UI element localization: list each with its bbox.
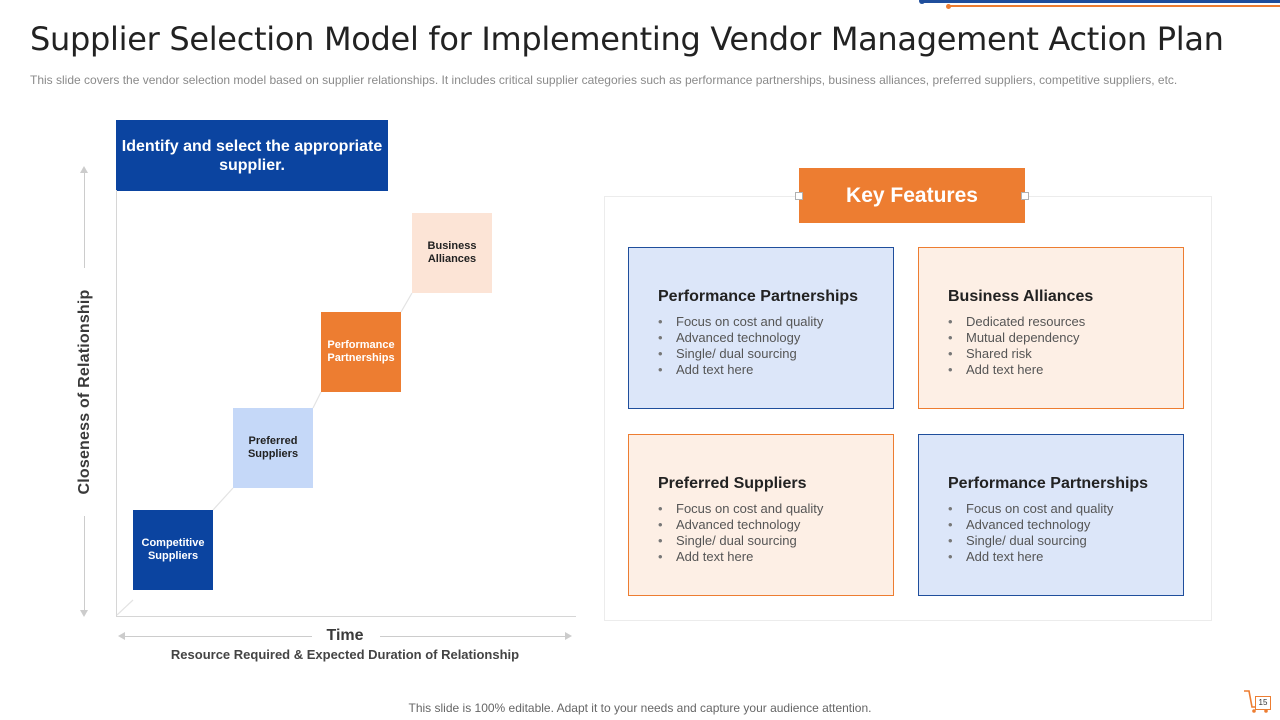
list-item: •Advanced technology bbox=[658, 330, 801, 345]
card-title: Performance Partnerships bbox=[658, 288, 859, 305]
selection-handle-left[interactable] bbox=[795, 192, 803, 200]
feature-card-performance-partnerships-2: Performance Partnerships •Focus on cost … bbox=[918, 434, 1184, 596]
card-bullet-list: •Dedicated resources •Mutual dependency … bbox=[948, 314, 1085, 378]
chart-y-axis-line bbox=[116, 190, 117, 616]
top-accent-line-blue bbox=[920, 0, 1280, 3]
chart-x-axis-line bbox=[116, 616, 576, 617]
x-axis-sublabel: Resource Required & Expected Duration of… bbox=[170, 647, 520, 662]
x-axis-label: Time bbox=[326, 627, 364, 644]
card-bullet-list: •Focus on cost and quality •Advanced tec… bbox=[948, 501, 1113, 565]
slide-title: Supplier Selection Model for Implementin… bbox=[30, 20, 1224, 58]
list-item: •Advanced technology bbox=[658, 517, 801, 532]
card-bullet-list: •Focus on cost and quality •Advanced tec… bbox=[658, 501, 823, 565]
card-title: Preferred Suppliers bbox=[658, 475, 807, 492]
y-axis-arrow-bottom bbox=[84, 516, 85, 612]
list-item: •Shared risk bbox=[948, 346, 1032, 361]
step-performance-partnerships: Performance Partnerships bbox=[321, 312, 401, 392]
list-item: •Single/ dual sourcing bbox=[948, 533, 1087, 548]
slide-subtitle: This slide covers the vendor selection m… bbox=[30, 73, 1178, 87]
list-item: •Add text here bbox=[658, 549, 754, 564]
list-item: •Focus on cost and quality bbox=[658, 314, 824, 329]
slide-footer-note: This slide is 100% editable. Adapt it to… bbox=[408, 701, 872, 715]
step-business-alliances: Business Alliances bbox=[412, 213, 492, 293]
step-preferred-suppliers: Preferred Suppliers bbox=[233, 408, 313, 488]
arrow-right-icon bbox=[565, 632, 572, 640]
selection-handle-right[interactable] bbox=[1021, 192, 1029, 200]
list-item: •Add text here bbox=[948, 362, 1044, 377]
arrow-left-icon bbox=[118, 632, 125, 640]
x-axis-arrow-left bbox=[124, 636, 312, 637]
list-item: •Single/ dual sourcing bbox=[658, 533, 797, 548]
list-item: •Add text here bbox=[658, 362, 754, 377]
key-features-header[interactable]: Key Features bbox=[799, 168, 1025, 223]
arrow-up-icon bbox=[80, 166, 88, 173]
list-item: •Dedicated resources bbox=[948, 314, 1086, 329]
list-item: •Single/ dual sourcing bbox=[658, 346, 797, 361]
banner-identify-supplier: Identify and select the appropriate supp… bbox=[116, 120, 388, 191]
x-axis-arrow-right bbox=[380, 636, 566, 637]
list-item: •Focus on cost and quality bbox=[948, 501, 1114, 516]
top-accent-dot-blue bbox=[919, 0, 925, 4]
step-competitive-suppliers: Competitive Suppliers bbox=[133, 510, 213, 590]
list-item: •Mutual dependency bbox=[948, 330, 1080, 345]
feature-card-performance-partnerships: Performance Partnerships •Focus on cost … bbox=[628, 247, 894, 409]
y-axis-label: Closeness of Relationship bbox=[76, 289, 93, 495]
y-axis-arrow-top bbox=[84, 172, 85, 268]
list-item: •Add text here bbox=[948, 549, 1044, 564]
top-accent-dot-orange bbox=[946, 4, 951, 9]
arrow-down-icon bbox=[80, 610, 88, 617]
feature-card-preferred-suppliers: Preferred Suppliers •Focus on cost and q… bbox=[628, 434, 894, 596]
list-item: •Focus on cost and quality bbox=[658, 501, 824, 516]
top-accent-line-orange bbox=[948, 5, 1280, 7]
card-title: Business Alliances bbox=[948, 288, 1094, 305]
feature-card-business-alliances: Business Alliances •Dedicated resources … bbox=[918, 247, 1184, 409]
card-title: Performance Partnerships bbox=[948, 475, 1149, 492]
list-item: •Advanced technology bbox=[948, 517, 1091, 532]
card-bullet-list: •Focus on cost and quality •Advanced tec… bbox=[658, 314, 823, 378]
page-number: 15 bbox=[1255, 696, 1271, 710]
